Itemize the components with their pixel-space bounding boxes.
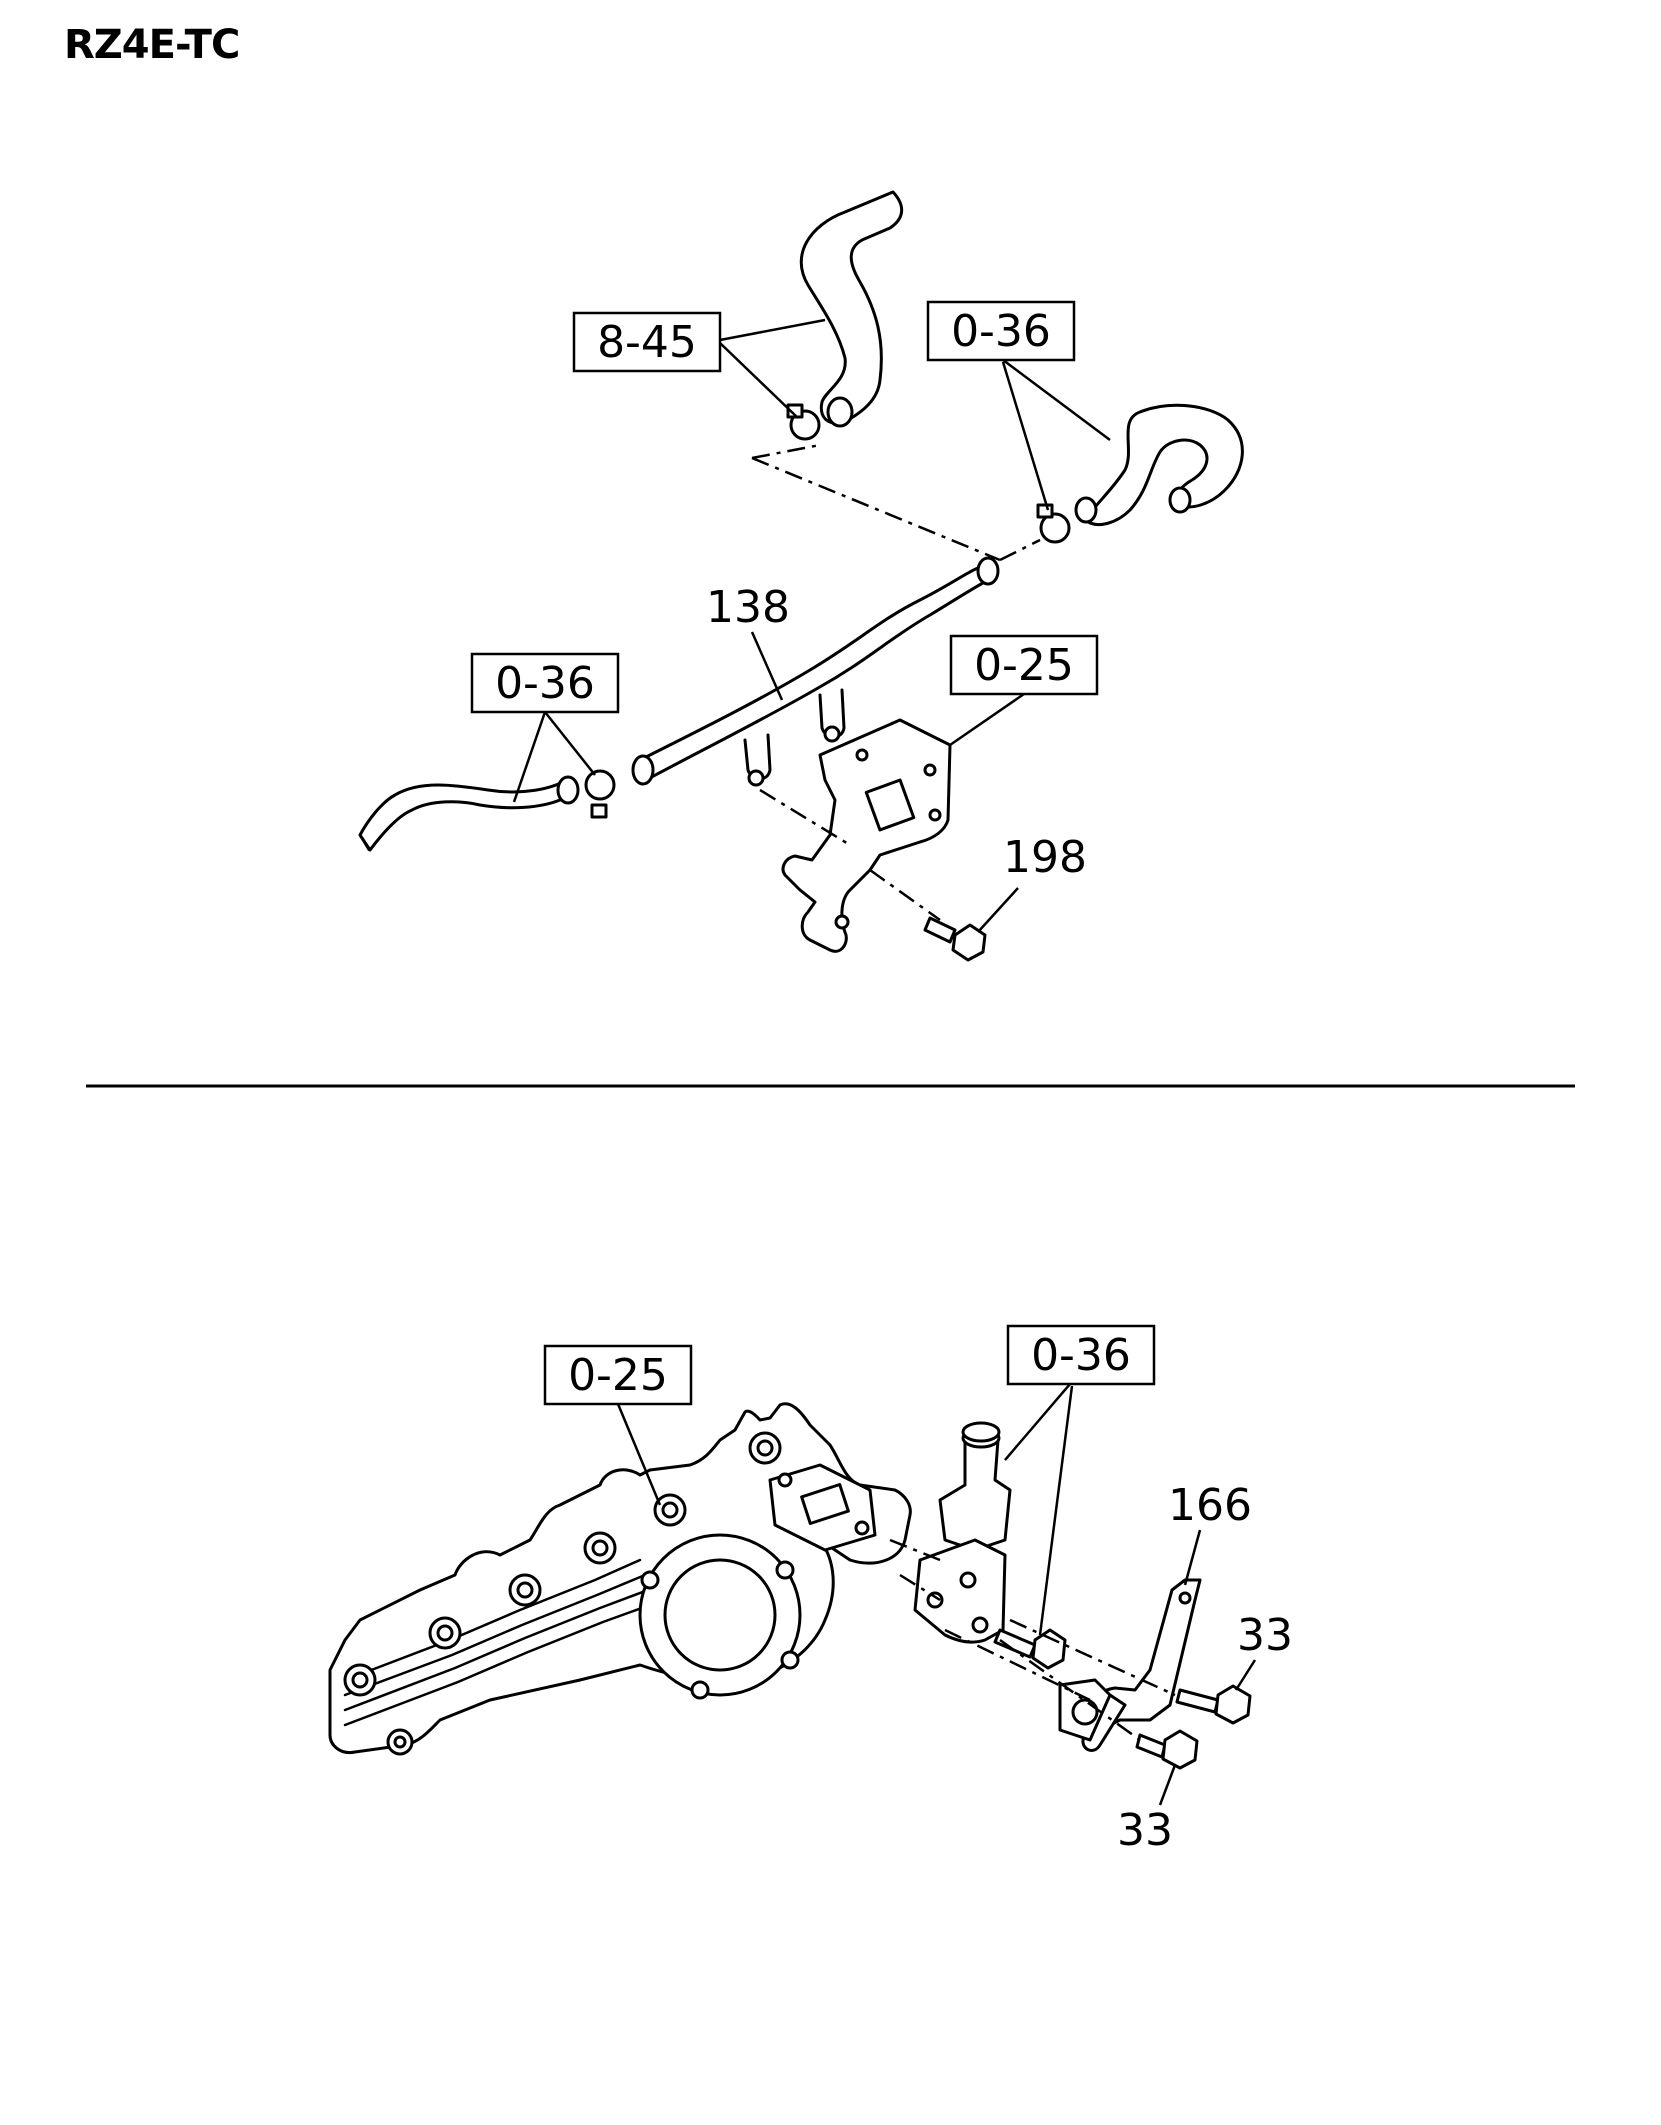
callout-0-36-bottom-text: 0-36 xyxy=(1031,1330,1131,1381)
label-166: 166 xyxy=(1168,1480,1252,1586)
callout-0-25-bottom-text: 0-25 xyxy=(568,1350,668,1401)
callout-0-36-bottom: 0-36 xyxy=(1004,1324,1156,1636)
callout-0-36-right-text: 0-36 xyxy=(951,306,1051,357)
pipe-bracket xyxy=(781,718,952,953)
right-u-hose xyxy=(1074,403,1244,526)
label-138-text: 138 xyxy=(706,582,790,633)
upper-hose-clamp xyxy=(786,403,821,441)
callout-0-25-top: 0-25 xyxy=(949,634,1099,747)
callout-0-36-left: 0-36 xyxy=(470,652,620,803)
bottom-assembly: 0-25 0-36 166 33 33 xyxy=(328,1324,1293,1856)
bolt-33-right xyxy=(1175,1684,1252,1725)
bolt-198 xyxy=(923,916,987,962)
water-pipe xyxy=(631,556,1000,787)
bolt-33-bottom xyxy=(1135,1729,1199,1770)
right-hose-clamp xyxy=(1036,503,1071,544)
upper-hose xyxy=(799,190,904,428)
stud-bolt xyxy=(993,1628,1067,1670)
label-138: 138 xyxy=(706,582,790,701)
left-hose xyxy=(358,775,580,856)
label-33-right-text: 33 xyxy=(1237,1610,1293,1661)
page-title: RZ4E-TC xyxy=(64,22,240,68)
label-33-right: 33 xyxy=(1234,1610,1293,1691)
left-hose-clamp xyxy=(584,769,616,819)
top-assembly: 8-45 0-36 0-36 0-25 138 198 xyxy=(358,190,1244,962)
callout-8-45: 8-45 xyxy=(572,311,826,419)
callout-0-36-left-text: 0-36 xyxy=(495,658,595,709)
callout-8-45-text: 8-45 xyxy=(597,317,697,368)
label-198: 198 xyxy=(977,832,1087,933)
bracket-166 xyxy=(1058,1578,1202,1752)
callout-0-25-bottom: 0-25 xyxy=(543,1344,693,1506)
label-198-text: 198 xyxy=(1003,832,1087,883)
label-33-bottom: 33 xyxy=(1117,1764,1177,1856)
water-outlet-fitting xyxy=(913,1421,1012,1644)
label-33-bottom-text: 33 xyxy=(1117,1805,1173,1856)
callout-0-25-top-text: 0-25 xyxy=(974,640,1074,691)
label-166-text: 166 xyxy=(1168,1480,1252,1531)
manifold-housing xyxy=(328,1402,912,1756)
callout-0-36-right: 0-36 xyxy=(926,300,1111,511)
